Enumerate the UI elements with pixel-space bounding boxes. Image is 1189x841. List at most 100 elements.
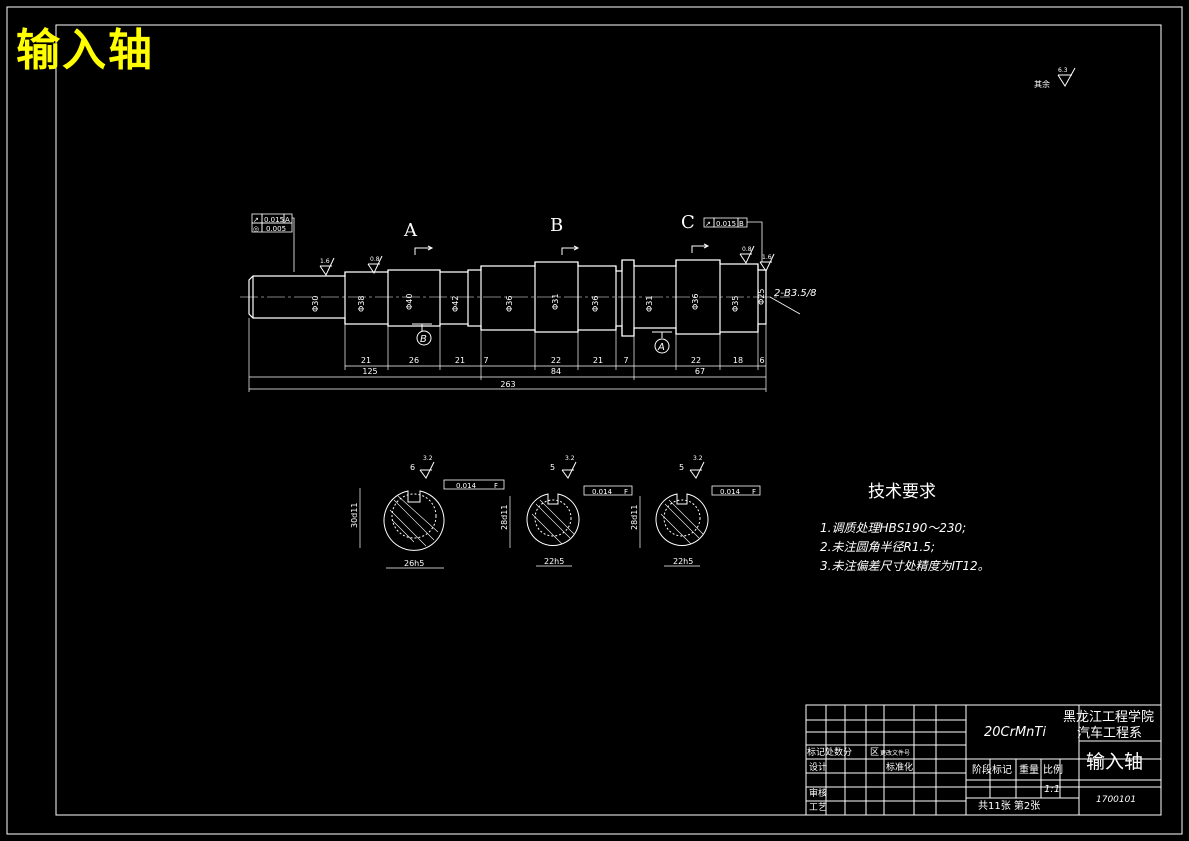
section1-rough: 3.2 — [423, 455, 433, 462]
chamfer-note: 2-B3.5/8 — [774, 288, 816, 299]
diameter-labels: Φ30 Φ38 Φ40 Φ42 Φ36 Φ31 Φ36 Φ31 Φ36 Φ35 … — [311, 289, 766, 312]
dim-value: 21 — [455, 356, 465, 365]
drawing-number: 1700101 — [1096, 795, 1136, 805]
tol-left-2-sym: ◎ — [253, 225, 259, 233]
dia-label: Φ31 — [551, 294, 560, 310]
section2-rough: 3.2 — [565, 455, 575, 462]
section2-height: 28d11 — [500, 505, 509, 530]
section3-datum: F — [752, 488, 756, 496]
cross-section-1 — [359, 461, 505, 569]
datum-a-label: A — [657, 342, 665, 353]
dim-value: 22 — [691, 356, 701, 365]
section1-height: 30d11 — [350, 503, 359, 528]
datum-a-marker — [652, 331, 672, 354]
shaft-roughness-icons — [319, 245, 775, 277]
sheet-info: 共11张 第2张 — [978, 799, 1040, 812]
outer-border — [6, 6, 1183, 835]
roughness-value-1: 1.6 — [320, 258, 330, 265]
tol-left-1-datum: A — [285, 216, 290, 224]
dia-label: Φ25 — [757, 289, 766, 305]
part-name: 输入轴 — [1086, 751, 1143, 773]
section3-rough: 3.2 — [693, 455, 703, 462]
dim-value: 18 — [733, 356, 743, 365]
dim-value: 7 — [483, 356, 488, 365]
section2-tol: 0.014 — [592, 488, 613, 496]
dia-label: Φ38 — [357, 296, 366, 312]
row-label: 标准化 — [886, 761, 913, 773]
section-label-b: B — [550, 215, 563, 236]
section1-tol: 0.014 — [456, 482, 477, 490]
dim-value: 22 — [551, 356, 561, 365]
dim-value: 7 — [623, 356, 628, 365]
row-label: 更改文件号 — [880, 749, 910, 757]
dim-value: 67 — [695, 367, 705, 376]
dia-label: Φ36 — [505, 296, 514, 312]
section3-tol: 0.014 — [720, 488, 741, 496]
tolerance-frame-right — [703, 217, 763, 262]
tol-left-1-sym: ↗ — [253, 216, 259, 224]
dim-value: 21 — [361, 356, 371, 365]
department-name: 汽车工程系 — [1077, 725, 1142, 741]
material-label: 20CrMnTi — [984, 725, 1046, 740]
tol-right-sym: ↗ — [705, 220, 711, 228]
dim-value: 6 — [759, 356, 764, 365]
dim-total: 263 — [500, 380, 515, 389]
cross-section-3 — [639, 461, 761, 567]
section3-key: 5 — [679, 463, 684, 472]
section2-datum: F — [624, 488, 628, 496]
dim-value: 21 — [593, 356, 603, 365]
general-roughness-value: 6.3 — [1058, 67, 1068, 74]
dia-label: Φ36 — [691, 294, 700, 310]
section2-width: 22h5 — [544, 557, 564, 566]
tol-right-datum: B — [739, 220, 744, 228]
scale-value: 1:1 — [1044, 784, 1060, 795]
tech-title: 技术要求 — [868, 482, 936, 502]
general-roughness-icon — [1057, 67, 1076, 87]
dim-value: 26 — [409, 356, 419, 365]
tech-note-3: 3.未注偏差尺寸处精度为IT12。 — [820, 559, 990, 573]
dia-label: Φ30 — [311, 296, 320, 312]
title-block-grid — [805, 704, 1162, 816]
tech-note-2: 2.未注圆角半径R1.5; — [820, 540, 935, 554]
row-label: 设计 — [809, 761, 827, 773]
drawing-title: 输入轴 — [16, 25, 154, 76]
tol-left-1-val: 0.015 — [264, 216, 284, 224]
roughness-value-3: 0.8 — [742, 246, 752, 253]
school-name: 黑龙江工程学院 — [1063, 709, 1154, 725]
dia-label: Φ35 — [731, 296, 740, 312]
stage-label: 阶段标记 — [972, 763, 1012, 776]
dia-label: Φ42 — [451, 296, 460, 312]
section-label-c: C — [681, 212, 695, 233]
row-label: 工艺 — [809, 802, 827, 813]
cross-section-2 — [509, 461, 633, 567]
section1-key: 6 — [410, 463, 415, 472]
dimension-values: 21 26 21 7 22 21 7 22 18 6 125 84 67 263 — [361, 356, 765, 389]
row-label: 区 — [870, 747, 879, 758]
dimension-lines — [248, 318, 767, 392]
section1-datum: F — [494, 482, 498, 490]
dim-value: 84 — [551, 367, 561, 376]
roughness-value-4: 1.6 — [762, 254, 772, 261]
weight-label: 重量 — [1019, 763, 1039, 776]
section2-key: 5 — [550, 463, 555, 472]
section3-height: 28d11 — [630, 505, 639, 530]
datum-b-marker — [412, 323, 432, 346]
section1-width: 26h5 — [404, 559, 424, 568]
dia-label: Φ31 — [645, 296, 654, 312]
tech-note-1: 1.调质处理HBS190～230; — [820, 521, 966, 535]
section-arrows — [414, 243, 710, 255]
tolerance-frame-left — [251, 213, 295, 272]
dia-label: Φ36 — [591, 296, 600, 312]
dim-value: 125 — [362, 367, 377, 376]
row-label: 审核 — [809, 787, 827, 799]
section-label-a: A — [403, 220, 418, 241]
row-label: 标记处数分 — [807, 746, 852, 758]
chamfer-leader — [769, 296, 801, 315]
tol-right-val: 0.015 — [716, 220, 736, 228]
inner-border — [55, 24, 1162, 816]
general-roughness-label: 其余 — [1034, 79, 1050, 89]
roughness-value-2: 0.8 — [370, 256, 380, 263]
section3-width: 22h5 — [673, 557, 693, 566]
dia-label: Φ40 — [405, 294, 414, 310]
